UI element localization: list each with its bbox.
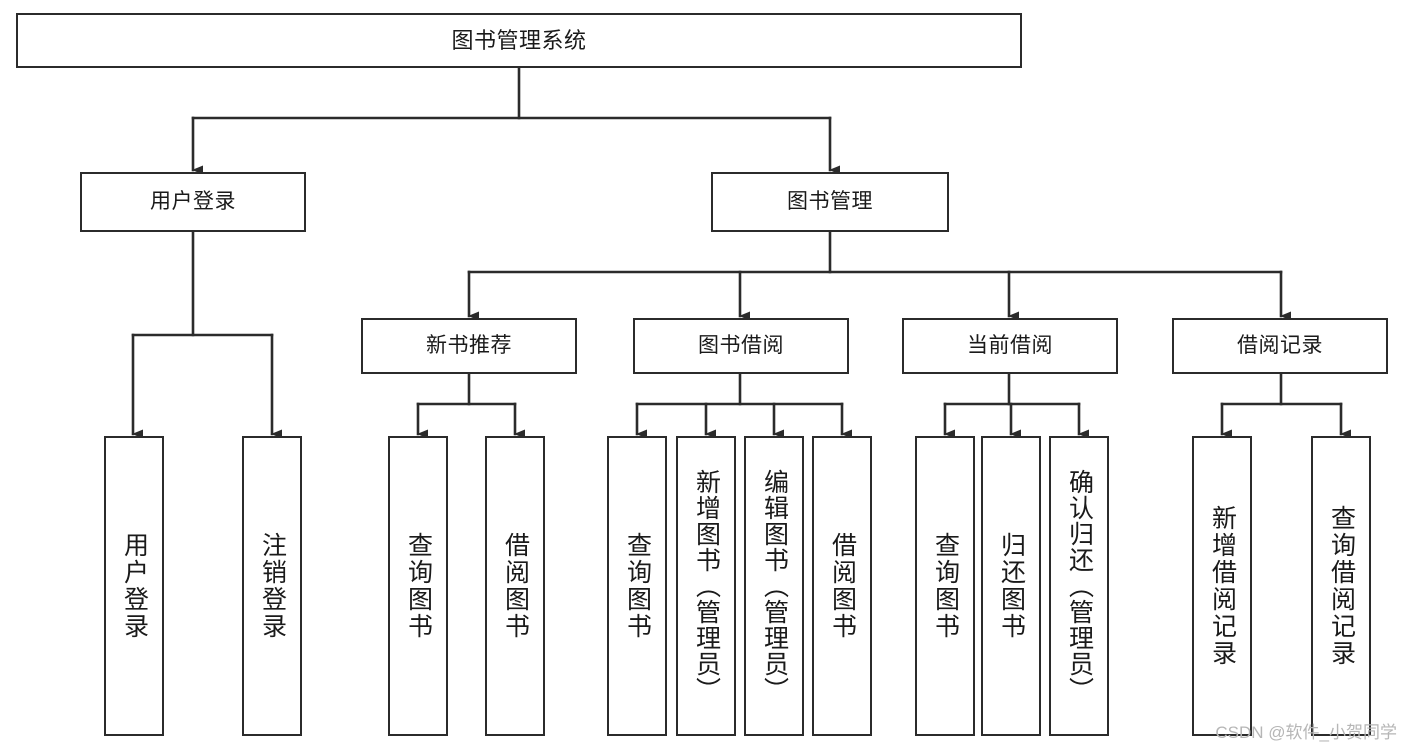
node-label: 查询图书 bbox=[931, 532, 960, 640]
node-label: 注销登录 bbox=[258, 532, 287, 640]
node-new-book-recommend[interactable]: 新书推荐 bbox=[361, 318, 577, 374]
node-leaf-edit-book[interactable]: 编辑图书（管理员） bbox=[744, 436, 804, 736]
node-label: 归还图书 bbox=[997, 532, 1026, 640]
node-label: 确认归还（管理员） bbox=[1065, 469, 1094, 703]
node-user-login[interactable]: 用户登录 bbox=[80, 172, 306, 232]
node-root-system[interactable]: 图书管理系统 bbox=[16, 13, 1022, 68]
node-leaf-user-login[interactable]: 用户登录 bbox=[104, 436, 164, 736]
node-leaf-user-logout[interactable]: 注销登录 bbox=[242, 436, 302, 736]
node-label: 图书管理 bbox=[787, 189, 873, 213]
node-label: 当前借阅 bbox=[967, 333, 1053, 357]
node-label: 图书借阅 bbox=[698, 333, 784, 357]
node-leaf-confirm-return[interactable]: 确认归还（管理员） bbox=[1049, 436, 1109, 736]
node-borrow-record[interactable]: 借阅记录 bbox=[1172, 318, 1388, 374]
node-label: 新书推荐 bbox=[426, 333, 512, 357]
node-current-borrow[interactable]: 当前借阅 bbox=[902, 318, 1118, 374]
watermark-text: CSDN @软件_小贺同学 bbox=[1215, 723, 1397, 742]
node-leaf-add-book[interactable]: 新增图书（管理员） bbox=[676, 436, 736, 736]
node-label: 图书管理系统 bbox=[451, 27, 587, 53]
node-label: 查询借阅记录 bbox=[1327, 505, 1356, 667]
node-leaf-add-record[interactable]: 新增借阅记录 bbox=[1192, 436, 1252, 736]
node-label: 用户登录 bbox=[150, 189, 236, 213]
node-label: 编辑图书（管理员） bbox=[760, 469, 789, 703]
node-book-management[interactable]: 图书管理 bbox=[711, 172, 949, 232]
node-label: 借阅图书 bbox=[828, 532, 857, 640]
node-leaf-query-book-3[interactable]: 查询图书 bbox=[915, 436, 975, 736]
node-leaf-query-book-2[interactable]: 查询图书 bbox=[607, 436, 667, 736]
node-label: 用户登录 bbox=[120, 532, 149, 640]
node-label: 查询图书 bbox=[404, 532, 433, 640]
node-leaf-query-record[interactable]: 查询借阅记录 bbox=[1311, 436, 1371, 736]
node-label: 查询图书 bbox=[623, 532, 652, 640]
node-label: 新增借阅记录 bbox=[1208, 505, 1237, 667]
node-leaf-borrow-book-2[interactable]: 借阅图书 bbox=[812, 436, 872, 736]
node-label: 借阅图书 bbox=[501, 532, 530, 640]
node-leaf-query-book-1[interactable]: 查询图书 bbox=[388, 436, 448, 736]
node-leaf-borrow-book-1[interactable]: 借阅图书 bbox=[485, 436, 545, 736]
node-leaf-return-book[interactable]: 归还图书 bbox=[981, 436, 1041, 736]
node-label: 新增图书（管理员） bbox=[692, 469, 721, 703]
node-book-borrow[interactable]: 图书借阅 bbox=[633, 318, 849, 374]
node-label: 借阅记录 bbox=[1237, 333, 1323, 357]
